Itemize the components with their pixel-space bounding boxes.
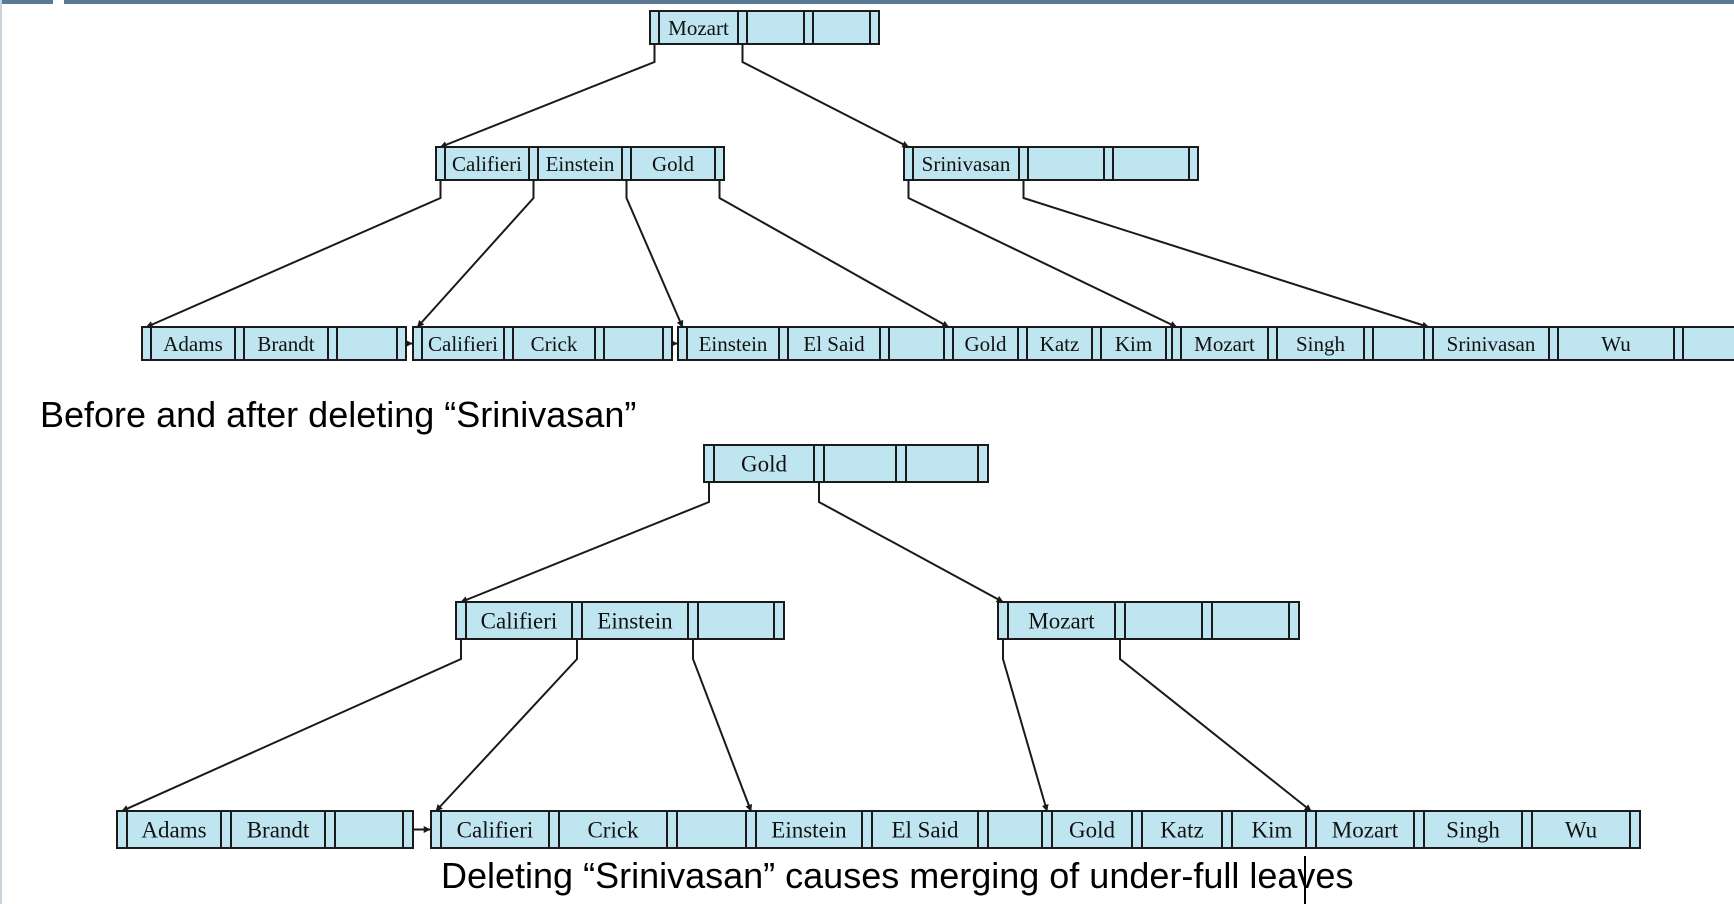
before-internal-edge <box>416 161 535 328</box>
node-key: Adams <box>163 332 223 356</box>
before-leaf-node-5-box <box>1171 326 1446 361</box>
slide-header-bar <box>0 0 1734 4</box>
before-leaf-node-5: Mozart Singh <box>1171 326 1446 361</box>
node-key: Gold <box>741 452 788 477</box>
node-key: Califieri <box>457 818 534 843</box>
node-key: Einstein <box>597 609 673 634</box>
before-internal-node-1: Califieri Einstein Gold <box>435 146 725 181</box>
after-root-edge <box>460 461 710 603</box>
node-key: Katz <box>1040 332 1080 356</box>
node-key: Einstein <box>699 332 768 356</box>
before-internal-edge <box>145 161 442 328</box>
after-leaf-node-5-box <box>1305 810 1641 849</box>
node-key: Mozart <box>668 16 729 40</box>
before-root-node: Mozart <box>649 10 880 45</box>
node-key: Gold <box>652 152 695 176</box>
before-root-node-box <box>649 10 880 45</box>
before-internal-edge <box>1022 161 1430 329</box>
node-key: Califieri <box>452 152 522 176</box>
after-internal-edge <box>1002 618 1049 812</box>
node-key: Adams <box>141 818 206 843</box>
node-key: Wu <box>1601 332 1631 356</box>
after-leaf-node-5: Mozart Singh Wu <box>1305 810 1641 849</box>
slide-left-rule <box>0 0 2 904</box>
node-key: Katz <box>1160 818 1203 843</box>
node-key: Einstein <box>771 818 847 843</box>
before-internal-edge <box>625 161 684 328</box>
after-internal-edge <box>692 618 753 812</box>
node-key: Mozart <box>1194 332 1255 356</box>
after-leaf-node-1-box <box>116 810 414 849</box>
after-root-node: Gold <box>703 444 989 483</box>
header-bar-segment-left <box>0 0 53 4</box>
after-leaf-node-1: Adams Brandt <box>116 810 414 849</box>
before-root-edge <box>439 25 656 148</box>
before-leaf-node-1: Adams Brandt <box>141 326 407 361</box>
before-internal-edge <box>907 161 1178 328</box>
node-key: Singh <box>1296 332 1346 356</box>
text-cursor <box>1304 856 1306 904</box>
before-leaf-node-1-box <box>141 326 407 361</box>
node-key: El Said <box>803 332 865 356</box>
caption-merge-leaves: Deleting “Srinivasan” causes merging of … <box>441 855 1354 896</box>
caption-before-after: Before and after deleting “Srinivasan” <box>40 394 637 435</box>
after-leaf-node-4: Gold Katz Kim <box>1041 810 1323 849</box>
node-key: Singh <box>1446 818 1500 843</box>
node-key: Einstein <box>546 152 615 176</box>
node-key: Califieri <box>481 609 558 634</box>
after-leaf-node-2-box <box>430 810 766 849</box>
before-leaf-node-3: Einstein El Said <box>677 326 965 361</box>
node-key: Mozart <box>1028 609 1095 634</box>
before-internal-edge <box>718 161 950 328</box>
node-key: Srinivasan <box>922 152 1011 176</box>
after-leaf-node-2: Califieri Crick <box>430 810 766 849</box>
node-key: El Said <box>891 818 959 843</box>
before-leaf-node-4: Gold Katz Kim <box>943 326 1176 361</box>
before-leaf-node-2: Califieri Crick <box>412 326 673 361</box>
after-internal-node-2-box <box>997 601 1300 640</box>
node-key: Srinivasan <box>1447 332 1536 356</box>
node-key: Gold <box>1069 818 1116 843</box>
node-key: Gold <box>965 332 1008 356</box>
before-leaf-node-6: Srinivasan Wu <box>1423 326 1734 361</box>
node-key: Crick <box>587 818 639 843</box>
after-internal-node-1: Califieri Einstein <box>455 601 785 640</box>
node-key: Califieri <box>428 332 498 356</box>
after-internal-edge <box>121 618 462 812</box>
node-key: Kim <box>1115 332 1152 356</box>
after-leaf-node-4-box <box>1041 810 1323 849</box>
header-bar-segment-right <box>64 0 1734 4</box>
node-key: Wu <box>1565 818 1598 843</box>
node-key: Crick <box>531 332 578 356</box>
after-internal-node-1-box <box>455 601 785 640</box>
after-leaf-node-3-box <box>745 810 1075 849</box>
after-internal-edge <box>1119 618 1312 812</box>
after-internal-node-2: Mozart <box>997 601 1300 640</box>
after-internal-edge <box>435 618 578 812</box>
node-key: Mozart <box>1332 818 1399 843</box>
node-key: Brandt <box>257 332 314 356</box>
node-key: Brandt <box>247 818 310 843</box>
before-internal-node-2: Srinivasan <box>903 146 1199 181</box>
after-leaf-node-3: Einstein El Said <box>745 810 1075 849</box>
node-key: Kim <box>1252 818 1293 843</box>
